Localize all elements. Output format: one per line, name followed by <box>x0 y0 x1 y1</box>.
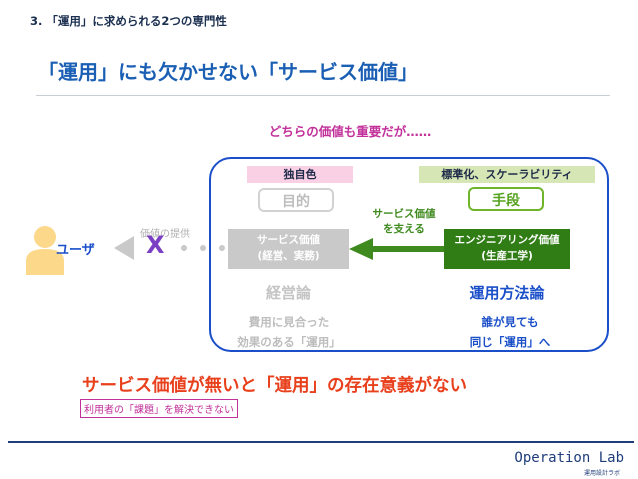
management-theory-label: 経営論 <box>265 284 311 302</box>
management-description: 費用に見合った 効果のある「運用」 <box>214 312 364 352</box>
user-label: ユーザ <box>56 243 95 258</box>
footer-divider <box>8 441 634 443</box>
brand-subtitle: 運用設計ラボ <box>583 470 620 477</box>
supports-line2: を支える <box>383 223 425 235</box>
brand-logo-text: Operation Lab <box>514 450 624 466</box>
management-desc-line2: 効果のある「運用」 <box>237 335 341 349</box>
operations-desc-line2: 同じ「運用」へ <box>469 335 551 349</box>
purpose-pill: 目的 <box>258 188 334 212</box>
value-panel <box>209 157 609 352</box>
user-icon <box>26 226 64 275</box>
value-provide-label: 価値の提供 <box>140 229 190 240</box>
standardization-tag: 標準化、スケーラビリティ <box>419 166 595 183</box>
value-flow-dots <box>181 245 225 251</box>
management-desc-line1: 費用に見合った <box>248 315 330 329</box>
diagram-subheading: どちらの価値も重要だが…… <box>268 124 432 139</box>
means-pill: 手段 <box>468 187 544 211</box>
supports-line1: サービス価値 <box>372 208 436 220</box>
engineering-value-box: エンジニアリング価値 (生産工学) <box>444 229 570 269</box>
operations-methodology-label: 運用方法論 <box>469 284 545 302</box>
section-heading: 3. 「運用」に求められる2つの専門性 <box>30 14 227 28</box>
conclusion-message: サービス価値が無いと「運用」の存在意義がない <box>82 376 467 396</box>
conclusion-sub-badge: 利用者の「課題」を解決できない <box>80 399 238 418</box>
service-value-box: サービス価値 (経営、実務) <box>228 229 349 269</box>
supports-label: サービス価値 を支える <box>363 207 445 237</box>
slide-title: 「運用」にも欠かせない「サービス価値」 <box>38 60 418 84</box>
service-value-line1: サービス価値 <box>257 234 320 246</box>
operations-description: 誰が見ても 同じ「運用」へ <box>440 312 580 352</box>
title-divider <box>36 95 610 96</box>
value-flow-arrowhead <box>114 236 134 260</box>
engineering-value-line1: エンジニアリング価値 <box>454 234 560 246</box>
operations-desc-line1: 誰が見ても <box>481 315 539 329</box>
supports-arrow <box>349 238 444 260</box>
blocked-x-icon: X <box>146 231 165 259</box>
engineering-value-line2: (生産工学) <box>481 250 533 262</box>
service-value-line2: (経営、実務) <box>257 250 320 262</box>
unique-tag: 独自色 <box>247 166 353 183</box>
